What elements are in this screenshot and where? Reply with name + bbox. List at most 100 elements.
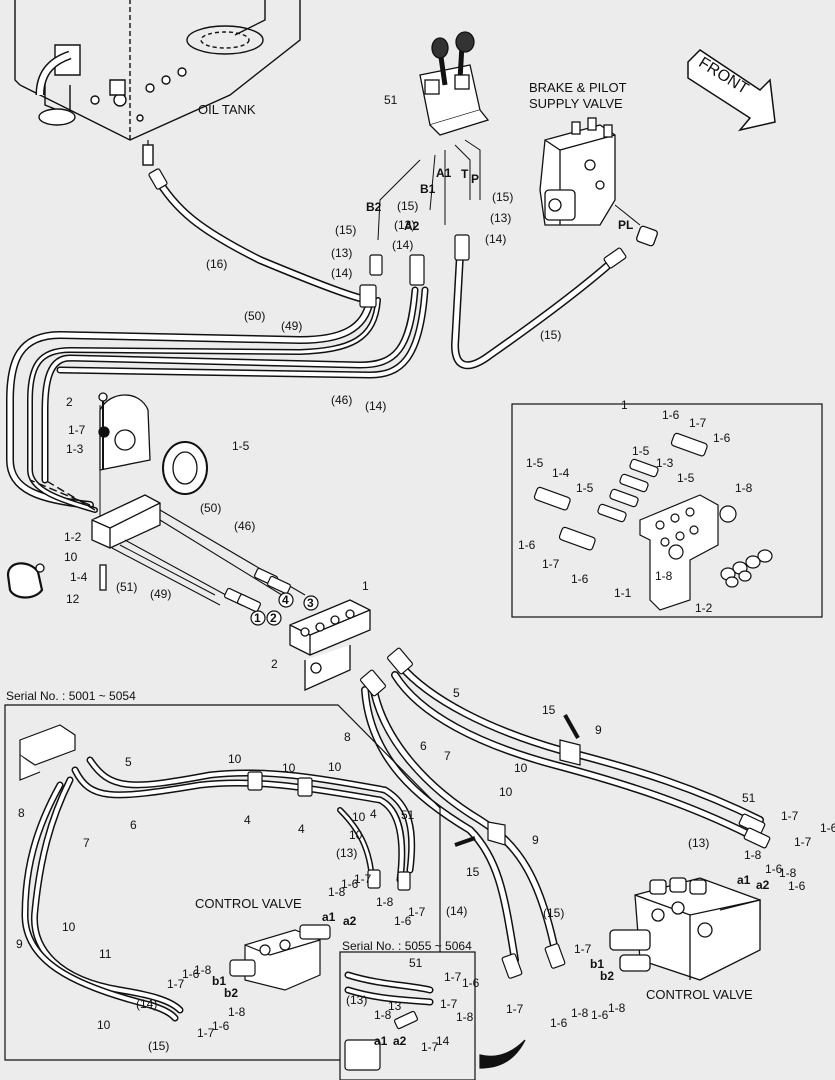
brake-valve-label-1: BRAKE & PILOT [529, 80, 627, 95]
callout-1-6a: 1-6 [662, 408, 680, 422]
main-hose-fittings [360, 647, 771, 979]
marker-3: 3 [307, 596, 314, 610]
callout-1-5b: 1-5 [526, 456, 544, 470]
part-callouts: 51 (15) (13) (14) (15) (13) (14) (15) (1… [16, 93, 835, 1054]
callout-51p: (51) [116, 580, 137, 594]
callout-11: 2 [66, 395, 73, 409]
callout-46: (14) [365, 399, 386, 413]
callout-sa-8a: 1-8 [328, 885, 346, 899]
callout-sa-15: 7 [83, 836, 90, 850]
callout-18a: 10 [64, 550, 78, 564]
callout-sa-12c: 4 [370, 807, 377, 821]
callout-14a: 6 [420, 739, 427, 753]
callout-sa-14p: (13) [336, 846, 357, 860]
callout-7d: 1-7 [506, 1002, 524, 1016]
port-b1-sub: b1 [212, 974, 226, 988]
callout-sb-7c: 1-7 [421, 1040, 439, 1054]
callout-sb-22: 14 [436, 1034, 450, 1048]
callout-sa-18g: 10 [97, 1018, 111, 1032]
callout-10: 2 [271, 657, 278, 671]
callout-17b: 9 [532, 833, 539, 847]
callout-sb-13p: 51 [409, 956, 423, 970]
callout-1-3: 1-2 [695, 601, 713, 615]
callout-sa-8d: 1-8 [228, 1005, 246, 1019]
callout-6e: 1-6 [550, 1016, 568, 1030]
pipe-fittings-mid [223, 567, 292, 613]
callout-44b: (14) [392, 238, 413, 252]
pilot-lines [377, 139, 481, 241]
callout-50: (49) [281, 319, 302, 333]
callout-sa-18f: 10 [62, 920, 76, 934]
callout-45b: (15) [397, 199, 418, 213]
serial-a-label: Serial No. : 5001 ~ 5054 [6, 689, 136, 703]
oil-tank-label: OIL TANK [198, 102, 256, 117]
callout-23b: 15 [466, 865, 480, 879]
callout-sa-18b: 10 [282, 761, 296, 775]
dashed-hose-routes [29, 479, 96, 511]
port-b1: B1 [420, 182, 436, 196]
callout-51: (50) [244, 309, 265, 323]
callout-1-5c: 1-5 [677, 471, 695, 485]
port-b2: B2 [366, 200, 382, 214]
hoses-upper [5, 171, 616, 513]
callout-sa-16: 8 [18, 806, 25, 820]
callout-49: (46) [331, 393, 352, 407]
callout-44a: (14) [485, 232, 506, 246]
callout-sb-7b: 1-7 [440, 997, 458, 1011]
callout-sa-6b: 1-6 [394, 914, 412, 928]
callout-18b: 10 [514, 761, 528, 775]
control-valve-label-main: CONTROL VALVE [646, 987, 753, 1002]
callout-1-6d: 1-6 [571, 572, 589, 586]
control-valve-main [609, 877, 761, 981]
port-a1-sub: a1 [322, 910, 336, 924]
callout-23a: 15 [542, 703, 556, 717]
brake-pilot-supply-valve [539, 117, 658, 247]
port-b1-main: b1 [590, 957, 604, 971]
oil-tank [14, 0, 301, 166]
callout-sa-16p: (15) [148, 1039, 169, 1053]
callout-18c: 10 [499, 785, 513, 799]
callout-sa-6c: 1-6 [182, 967, 200, 981]
callout-sa-18e: 10 [349, 828, 363, 842]
callout-16p: (15) [543, 906, 564, 920]
callout-sa-7b: 1-7 [408, 905, 426, 919]
callout-sa-15p: (14) [136, 997, 157, 1011]
callout-15a: 7 [444, 749, 451, 763]
callout-1-8b: 1-8 [655, 569, 673, 583]
port-b2-main: b2 [600, 969, 614, 983]
callout-4: 1-4 [70, 570, 88, 584]
callout-7b: 1-7 [794, 835, 812, 849]
callout-47: (15) [540, 328, 561, 342]
serial-b-subdiagram [339, 951, 526, 1080]
callout-sa-8b: 1-8 [376, 895, 394, 909]
callout-17a: 9 [595, 723, 602, 737]
callout-13a: 5 [453, 686, 460, 700]
port-labels: A1 B1 A2 B2 T P PL a1 a2 b1 b2 a1 a2 b1 … [212, 166, 770, 1048]
callout-sa-6a: 1-6 [341, 877, 359, 891]
callout-sa-12b: 4 [298, 822, 305, 836]
callout-14p: (13) [688, 836, 709, 850]
captions: OIL TANK BRAKE & PILOT SUPPLY VALVE FRON… [6, 54, 753, 1002]
callout-1-6c: 1-6 [518, 538, 536, 552]
callout-sb-8b: 1-8 [456, 1010, 474, 1024]
callout-1-7b: 1-7 [542, 557, 560, 571]
callout-20: 12 [66, 592, 80, 606]
hose-fittings-upper [148, 168, 627, 308]
callout-43: (13) [394, 218, 415, 232]
serial-a-subdiagram [4, 704, 441, 1061]
callout-sa-17: 9 [16, 937, 23, 951]
circled-markers: 1 2 3 4 [250, 592, 319, 626]
port-b2-sub: b2 [224, 986, 238, 1000]
callout-48: (16) [206, 257, 227, 271]
callout-sb-21: 13 [388, 999, 402, 1013]
port-a2-b: a2 [393, 1034, 407, 1048]
port-a2-sub: a2 [343, 914, 357, 928]
callout-sa-13: 5 [125, 755, 132, 769]
callout-8c: 1-8 [608, 1001, 626, 1015]
callout-sa-7d: 1-7 [197, 1026, 215, 1040]
callout-1-1: 1-1 [614, 586, 632, 600]
callout-42b: (13) [331, 246, 352, 260]
callout-42a: (13) [490, 211, 511, 225]
callout-sb-14p: (13) [346, 993, 367, 1007]
